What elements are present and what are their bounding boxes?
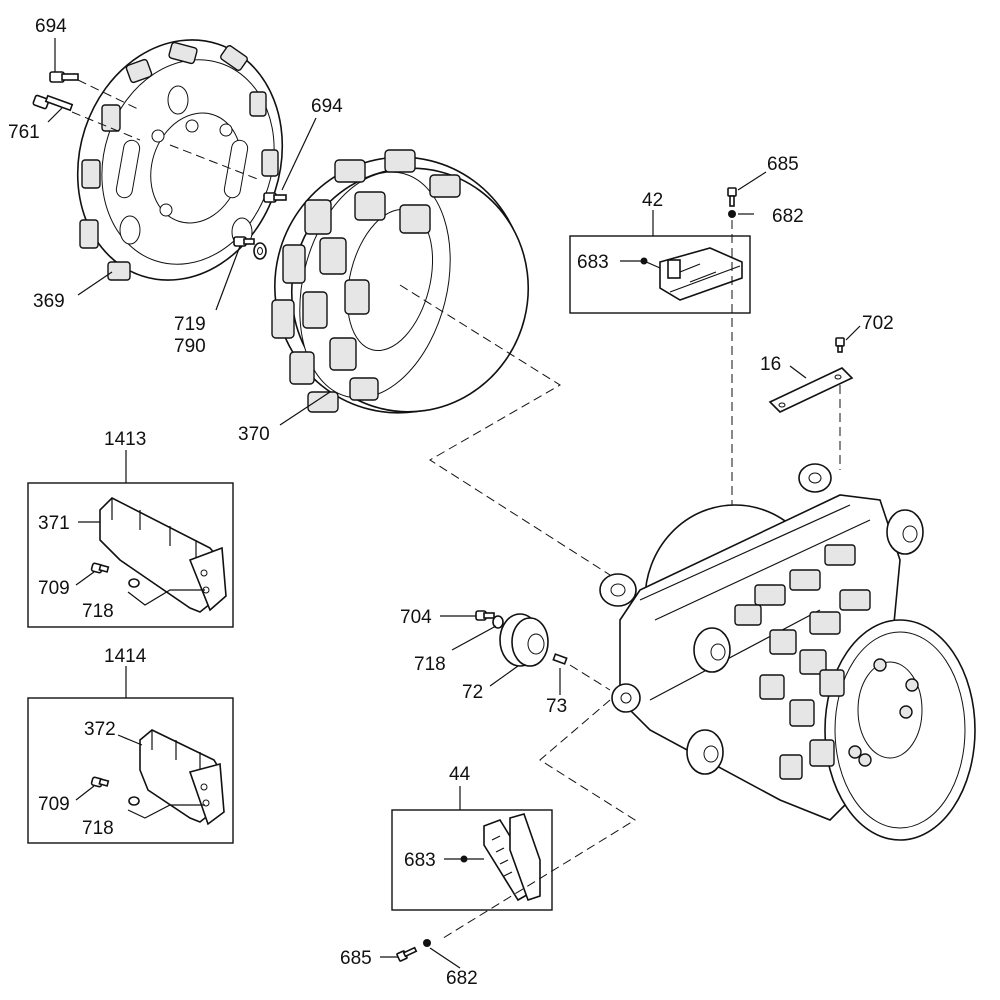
label-702: 702 xyxy=(862,313,894,334)
label-683-bottom: 683 xyxy=(404,850,436,871)
part-683-clip-bottom xyxy=(483,813,541,902)
part-719-bolt xyxy=(233,236,255,247)
kit-44-box xyxy=(391,809,553,911)
label-719: 719 xyxy=(174,314,206,335)
kit-42-box xyxy=(569,235,751,314)
label-42: 42 xyxy=(642,190,663,211)
label-709-a: 709 xyxy=(38,578,70,599)
part-718-washer-a xyxy=(128,578,140,588)
part-16-plate xyxy=(768,367,854,413)
part-718-washer-c xyxy=(492,615,504,629)
label-372: 372 xyxy=(84,719,116,740)
label-790: 790 xyxy=(174,336,206,357)
part-718-washer-b xyxy=(128,796,140,806)
label-694-top: 694 xyxy=(35,16,67,37)
roller-top-right xyxy=(886,509,924,555)
label-1414: 1414 xyxy=(104,646,147,667)
label-683-top: 683 xyxy=(577,252,609,273)
part-682-washer-top xyxy=(728,210,736,218)
part-694-bolt-top xyxy=(49,71,79,83)
main-assembly xyxy=(599,463,976,841)
label-682-bottom: 682 xyxy=(446,968,478,989)
label-682-top: 682 xyxy=(772,206,804,227)
part-72-roller xyxy=(499,613,549,667)
label-72: 72 xyxy=(462,682,483,703)
label-685-bottom: 685 xyxy=(340,948,372,969)
part-685-screw-bottom xyxy=(396,946,418,962)
leader-lines xyxy=(47,38,861,969)
roller-bottom-left xyxy=(611,683,641,713)
label-718-b: 718 xyxy=(82,818,114,839)
label-371: 371 xyxy=(38,513,70,534)
roller-bottom xyxy=(686,729,724,775)
roller-left xyxy=(599,573,637,607)
part-372-shield xyxy=(139,729,225,826)
part-682-washer-bottom xyxy=(423,939,431,947)
part-709-screw-b xyxy=(90,776,110,788)
roller-mid xyxy=(693,627,731,673)
label-44: 44 xyxy=(449,764,471,785)
part-704-bolt xyxy=(475,610,495,621)
part-685-screw-top xyxy=(727,187,737,207)
label-1413: 1413 xyxy=(104,429,146,450)
label-694-mid: 694 xyxy=(311,96,343,117)
roller-top-left xyxy=(798,463,832,493)
part-702-screw xyxy=(835,337,845,353)
label-709-b: 709 xyxy=(38,794,70,815)
kit-1413-box xyxy=(27,482,234,628)
part-761-bolt xyxy=(32,94,74,112)
part-683-clip-top xyxy=(659,247,743,301)
label-704: 704 xyxy=(400,607,432,628)
part-369-hub-plate xyxy=(76,39,284,281)
part-371-shield xyxy=(99,497,227,613)
label-16: 16 xyxy=(760,354,781,375)
label-761: 761 xyxy=(8,122,40,143)
label-73: 73 xyxy=(546,696,567,717)
part-694-bolt-mid xyxy=(263,192,287,203)
label-685-top: 685 xyxy=(767,154,799,175)
part-790-washer xyxy=(253,242,267,260)
label-369: 369 xyxy=(33,291,65,312)
part-709-screw-a xyxy=(90,562,110,574)
label-718-c: 718 xyxy=(414,654,446,675)
label-718-a: 718 xyxy=(82,601,114,622)
kit-1414-box xyxy=(27,697,234,844)
label-370: 370 xyxy=(238,424,270,445)
part-73-set-screw xyxy=(552,653,568,665)
